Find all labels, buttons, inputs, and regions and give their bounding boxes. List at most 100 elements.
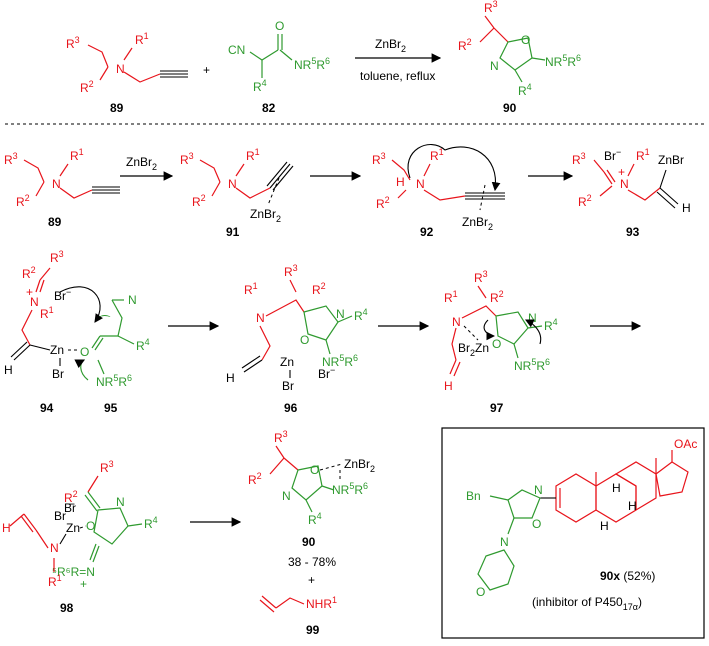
svg-text:O: O <box>275 19 284 33</box>
svg-text:R3: R3 <box>372 151 386 167</box>
reactant-82-top: CN O NR5R6 R4 82 <box>228 19 330 115</box>
svg-text:R2: R2 <box>80 79 94 95</box>
svg-text:CN: CN <box>228 43 245 57</box>
svg-text:N: N <box>620 177 629 191</box>
svg-text:N: N <box>416 177 425 191</box>
svg-text:N: N <box>534 483 543 497</box>
svg-text:38 - 78%: 38 - 78% <box>288 555 336 569</box>
svg-text:R2: R2 <box>22 265 36 281</box>
svg-text:96: 96 <box>284 401 298 415</box>
svg-text:82: 82 <box>262 101 276 115</box>
svg-text:R4: R4 <box>544 317 558 333</box>
compound-96: R3 R1 R2 N H N R4 O NR5R6 Br− Zn Br 96 <box>226 263 368 415</box>
svg-text:O: O <box>532 517 541 531</box>
svg-text:R3: R3 <box>284 263 298 279</box>
svg-text:H: H <box>444 379 453 393</box>
steroid-90x: OAc H H H N O Bn N O 90x (52%) (inhibito… <box>466 437 697 612</box>
svg-text:ZnBr2: ZnBr2 <box>375 37 406 54</box>
svg-text:R2: R2 <box>578 193 592 209</box>
compound-97: R3 R1 R2 N H N R4 O NR5R6 Br2Zn 97 <box>444 269 558 415</box>
svg-text:R1: R1 <box>70 147 84 163</box>
compound-91: R3 N R2 R1 ZnBr2 91 <box>180 147 294 239</box>
svg-text:Br2Zn: Br2Zn <box>458 341 489 358</box>
svg-text:94: 94 <box>40 401 54 415</box>
svg-text:H: H <box>226 371 235 385</box>
svg-text:ZnBr: ZnBr <box>658 153 684 167</box>
svg-text:O: O <box>476 585 485 599</box>
compound-93: R3 Br− N + R1 R2 ZnBr H 93 <box>572 147 691 239</box>
svg-text:R1: R1 <box>48 573 62 589</box>
svg-text:ZnBr2: ZnBr2 <box>126 155 157 172</box>
svg-text:Br: Br <box>52 367 64 381</box>
svg-text:Bn: Bn <box>466 489 481 503</box>
svg-text:N: N <box>50 541 59 555</box>
inhibitor-box <box>441 427 705 639</box>
svg-text:90: 90 <box>302 535 316 549</box>
svg-text:90: 90 <box>503 101 517 115</box>
svg-text:R3: R3 <box>572 151 586 167</box>
arrow-89-91: ZnBr2 <box>120 155 174 181</box>
svg-text:99: 99 <box>306 623 320 637</box>
svg-text:N: N <box>52 177 61 191</box>
svg-text:R1: R1 <box>244 281 258 297</box>
svg-text:H: H <box>628 499 637 513</box>
svg-text:N: N <box>116 62 125 76</box>
svg-text:R3: R3 <box>274 429 288 445</box>
svg-text:ZnBr2: ZnBr2 <box>344 457 375 474</box>
svg-text:R2: R2 <box>490 289 504 305</box>
svg-text:N: N <box>282 489 291 503</box>
svg-text:H: H <box>396 175 405 189</box>
svg-text:O: O <box>86 519 95 533</box>
svg-text:⁀: ⁀ <box>99 315 111 329</box>
svg-text:NR5R6: NR5R6 <box>332 481 368 497</box>
svg-text:(inhibitor of P45017α): (inhibitor of P45017α) <box>532 595 642 612</box>
svg-text:R3: R3 <box>66 35 80 51</box>
top-reaction-arrow: ZnBr2 toluene, reflux <box>355 37 442 83</box>
svg-text:92: 92 <box>420 225 434 239</box>
svg-text:89: 89 <box>110 101 124 115</box>
svg-text:⁵R⁶R=N: ⁵R⁶R=N <box>52 565 95 579</box>
svg-text:R1: R1 <box>246 147 260 163</box>
svg-text:toluene, reflux: toluene, reflux <box>360 69 435 83</box>
svg-text:O: O <box>300 333 309 347</box>
svg-text:R3: R3 <box>180 151 194 167</box>
svg-text:R3: R3 <box>4 151 18 167</box>
svg-text:R1: R1 <box>40 305 54 321</box>
svg-text:R3: R3 <box>100 459 114 475</box>
reactant-89-top: R3 N R2 R1 89 <box>66 31 188 115</box>
compound-90-bottom: R3 R2 O N NR5R6 R4 ZnBr2 90 38 - 78% + <box>248 429 375 587</box>
svg-text:O: O <box>80 345 89 359</box>
svg-text:R3: R3 <box>50 249 64 265</box>
svg-text:ZnBr2: ZnBr2 <box>250 207 281 224</box>
product-90-top: R3 R2 O N NR5R6 R4 90 <box>458 0 581 115</box>
svg-text:Zn: Zn <box>66 521 80 535</box>
svg-text:R1: R1 <box>430 147 444 163</box>
svg-text:R2: R2 <box>376 195 390 211</box>
svg-text:ZnBr2: ZnBr2 <box>462 215 493 232</box>
svg-text:R1: R1 <box>636 147 650 163</box>
svg-text:Br: Br <box>282 379 294 393</box>
svg-text:95: 95 <box>104 401 118 415</box>
svg-text:R3: R3 <box>474 269 488 285</box>
svg-text:R4: R4 <box>518 82 532 98</box>
svg-text:R2: R2 <box>16 193 30 209</box>
svg-text:R4: R4 <box>253 78 267 94</box>
svg-text:OAc: OAc <box>674 437 697 451</box>
svg-text:NR5R6: NR5R6 <box>96 373 132 389</box>
svg-text:−: − <box>68 497 75 511</box>
svg-text:R1: R1 <box>444 289 458 305</box>
svg-text:N: N <box>500 535 509 549</box>
compound-92: R3 H N R1 R2 ZnBr2 92 <box>372 144 505 239</box>
svg-text:89: 89 <box>48 215 62 229</box>
svg-text:N: N <box>128 293 137 307</box>
compound-94: R3 R2 N + Br− R1 H Zn Br 94 <box>4 249 103 415</box>
svg-text:N: N <box>528 311 537 325</box>
svg-text:NR5R6: NR5R6 <box>322 353 358 369</box>
compound-89: R3 N R2 R1 89 <box>4 147 120 229</box>
svg-text:H: H <box>682 201 691 215</box>
svg-text:N: N <box>256 311 265 325</box>
svg-text:+: + <box>26 285 33 299</box>
svg-text:Br: Br <box>54 509 66 523</box>
svg-text:H: H <box>600 519 609 533</box>
